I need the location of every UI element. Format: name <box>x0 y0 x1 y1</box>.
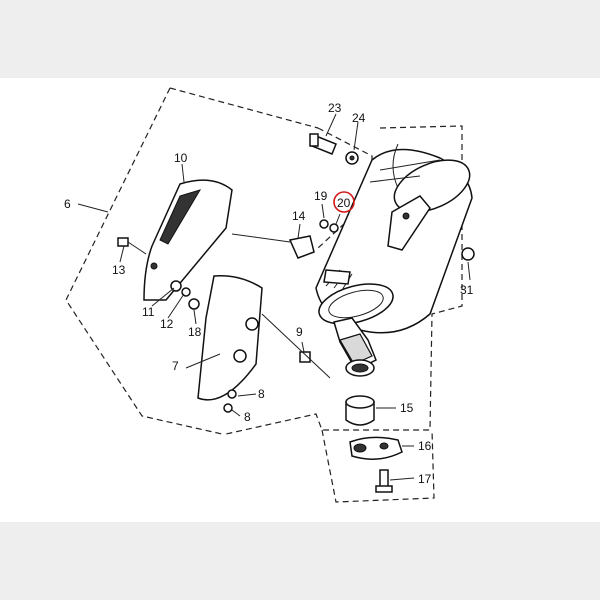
callout-18: 18 <box>188 325 202 339</box>
sleeve-part-15 <box>345 395 375 426</box>
callout-19: 19 <box>314 189 328 203</box>
callout-16: 16 <box>418 439 432 453</box>
callout-20: 20 <box>337 196 351 210</box>
callouts: 6 7 8 8 9 10 11 12 13 14 15 16 17 18 19 … <box>64 101 474 486</box>
fasteners <box>117 133 475 413</box>
diagram-canvas: 6 7 8 8 9 10 11 12 13 14 15 16 17 18 19 … <box>0 78 600 522</box>
bracket-part-14 <box>288 235 315 259</box>
muffler-body <box>315 143 473 334</box>
callout-12: 12 <box>160 317 174 331</box>
bolt-part-17 <box>375 469 393 493</box>
callout-7: 7 <box>172 359 179 373</box>
callout-10: 10 <box>174 151 188 165</box>
assembly-boundary-right <box>225 125 463 503</box>
callout-6: 6 <box>64 197 71 211</box>
outlet-pipe <box>333 317 377 377</box>
callout-24: 24 <box>352 111 366 125</box>
callout-31: 31 <box>460 283 474 297</box>
callout-8b: 8 <box>244 410 251 424</box>
callout-23: 23 <box>328 101 342 115</box>
callout-14: 14 <box>292 209 306 223</box>
callout-15: 15 <box>400 401 414 415</box>
callout-13: 13 <box>112 263 126 277</box>
heat-shield-part-7 <box>197 275 263 401</box>
callout-9: 9 <box>296 325 303 339</box>
exploded-parts-diagram: 6 7 8 8 9 10 11 12 13 14 15 16 17 18 19 … <box>64 87 475 503</box>
callout-11: 11 <box>142 305 155 319</box>
clamp-part-16 <box>349 436 403 460</box>
highlight-ring-20 <box>333 191 355 213</box>
callout-8a: 8 <box>258 387 265 401</box>
heat-shield-part-10 <box>143 179 233 301</box>
callout-17: 17 <box>418 472 432 486</box>
leader-lines <box>77 113 471 481</box>
